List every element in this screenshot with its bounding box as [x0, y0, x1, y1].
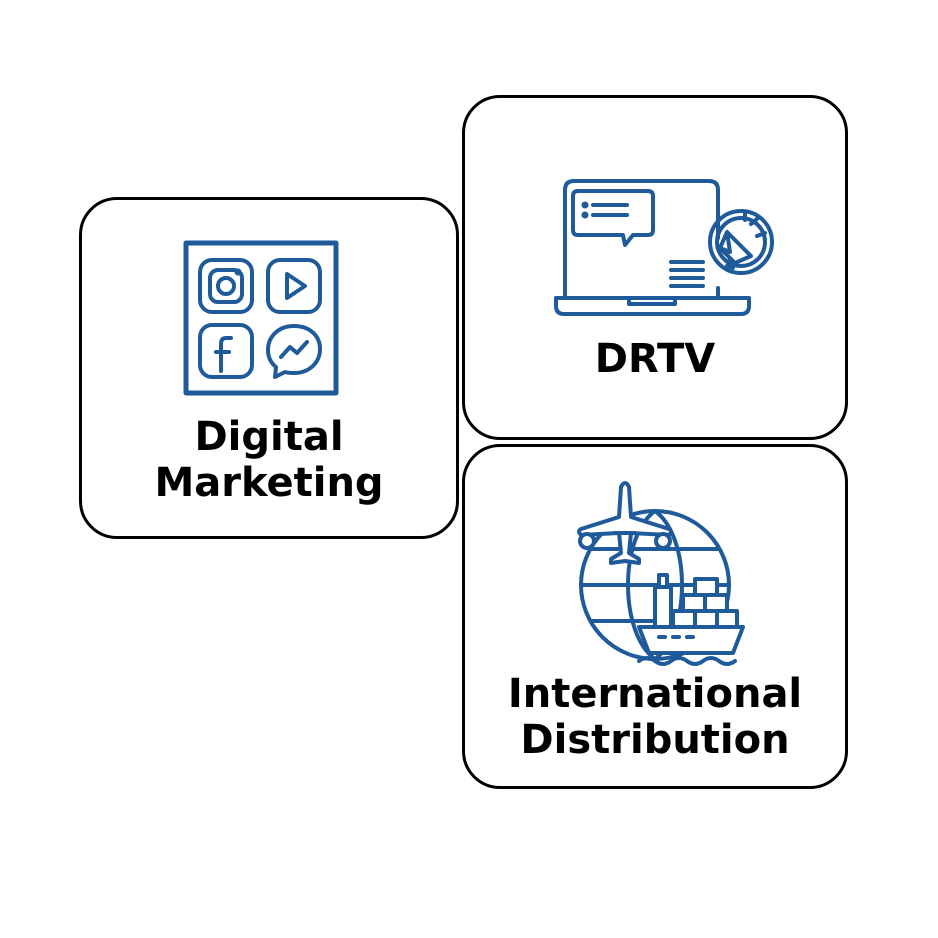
globe-shipping-icon	[559, 477, 749, 667]
card-title: International Distribution	[465, 671, 845, 763]
card-title-line: Marketing	[154, 460, 384, 506]
international-distribution-card: International Distribution	[462, 444, 848, 789]
card-title: DRTV	[465, 336, 845, 382]
digital-marketing-card: Digital Marketing	[79, 197, 459, 539]
laptop-advertising-icon	[553, 178, 777, 318]
card-title-line: International	[507, 671, 803, 717]
card-title-line: DRTV	[594, 336, 716, 382]
social-media-apps-icon	[183, 240, 339, 396]
card-title-line: Digital	[194, 414, 344, 460]
drtv-card: DRTV	[462, 95, 848, 440]
card-title: Digital Marketing	[82, 414, 456, 506]
card-title-line: Distribution	[520, 717, 790, 763]
